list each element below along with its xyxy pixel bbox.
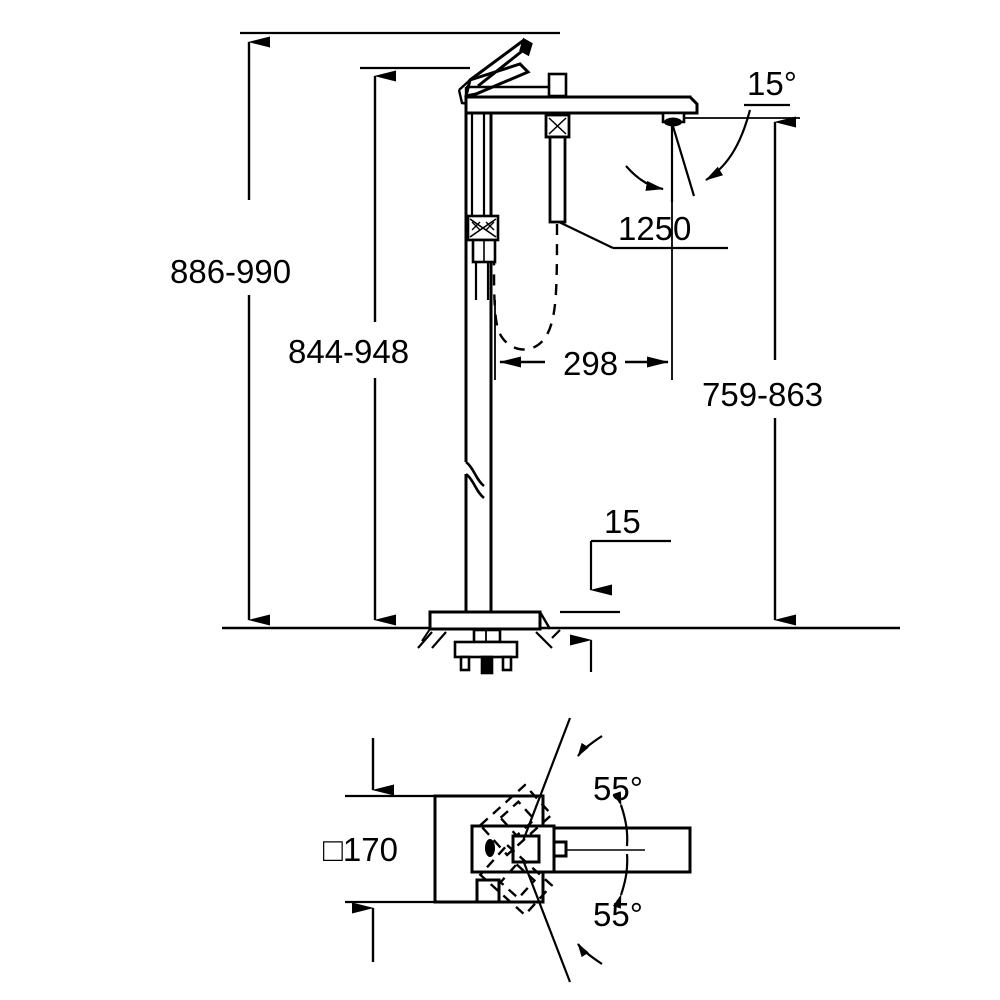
plan-handshower-outlet [475, 878, 501, 904]
plan-swivel-phantom-upper [478, 783, 554, 857]
faucet-assembly [417, 37, 699, 675]
dimension-aerator-height: 759-863 [684, 116, 823, 626]
dimension-swivel-lower: 55° [521, 853, 643, 983]
dimension-swivel-upper: 55° [521, 717, 643, 847]
dimension-plate-width: □170 [323, 738, 445, 962]
dimension-label-total-height: 886-990 [170, 253, 291, 290]
floor-fixing-hardware [453, 628, 519, 675]
dimension-spout-angle: 15° [625, 65, 797, 202]
dimension-spout-reach: 298 [494, 200, 673, 382]
dimension-spout-height: 844-948 [288, 70, 409, 626]
floor-hatch-ticks [417, 629, 561, 649]
dimension-total-height: 886-990 [170, 36, 291, 626]
dimension-label-handshower-hose: 1250 [618, 210, 691, 247]
inner-tube [470, 113, 490, 300]
plan-swivel-phantom-lower [478, 843, 554, 917]
dimension-label-spout-angle: 15° [747, 65, 797, 102]
dimension-handshower-hose: 1250 [558, 210, 728, 250]
diverter-cartridge [466, 214, 500, 264]
handshower-holder [544, 113, 571, 224]
dimension-label-swivel-upper: 55° [593, 770, 643, 807]
spout-cap [547, 72, 568, 98]
riser-column [464, 113, 493, 618]
dimension-label-spout-height: 844-948 [288, 333, 409, 370]
aerator [661, 111, 686, 127]
dimension-label-swivel-lower: 55° [593, 896, 643, 933]
handshower-hose [492, 223, 559, 351]
dimension-label-plate-width: □170 [323, 831, 398, 868]
elevation-view: 886-990 844-948 759-863 15° [170, 31, 900, 675]
dimension-label-spout-reach: 298 [563, 345, 618, 382]
spout-arm [464, 95, 699, 115]
dimension-plate-thickness: 15 [560, 503, 671, 672]
dimension-label-aerator-height: 759-863 [702, 376, 823, 413]
plan-view: □170 55° 55° [323, 717, 692, 983]
dimension-label-plate-thickness: 15 [604, 503, 641, 540]
cartridge-hatch [471, 221, 495, 231]
lever-handle [457, 37, 533, 106]
